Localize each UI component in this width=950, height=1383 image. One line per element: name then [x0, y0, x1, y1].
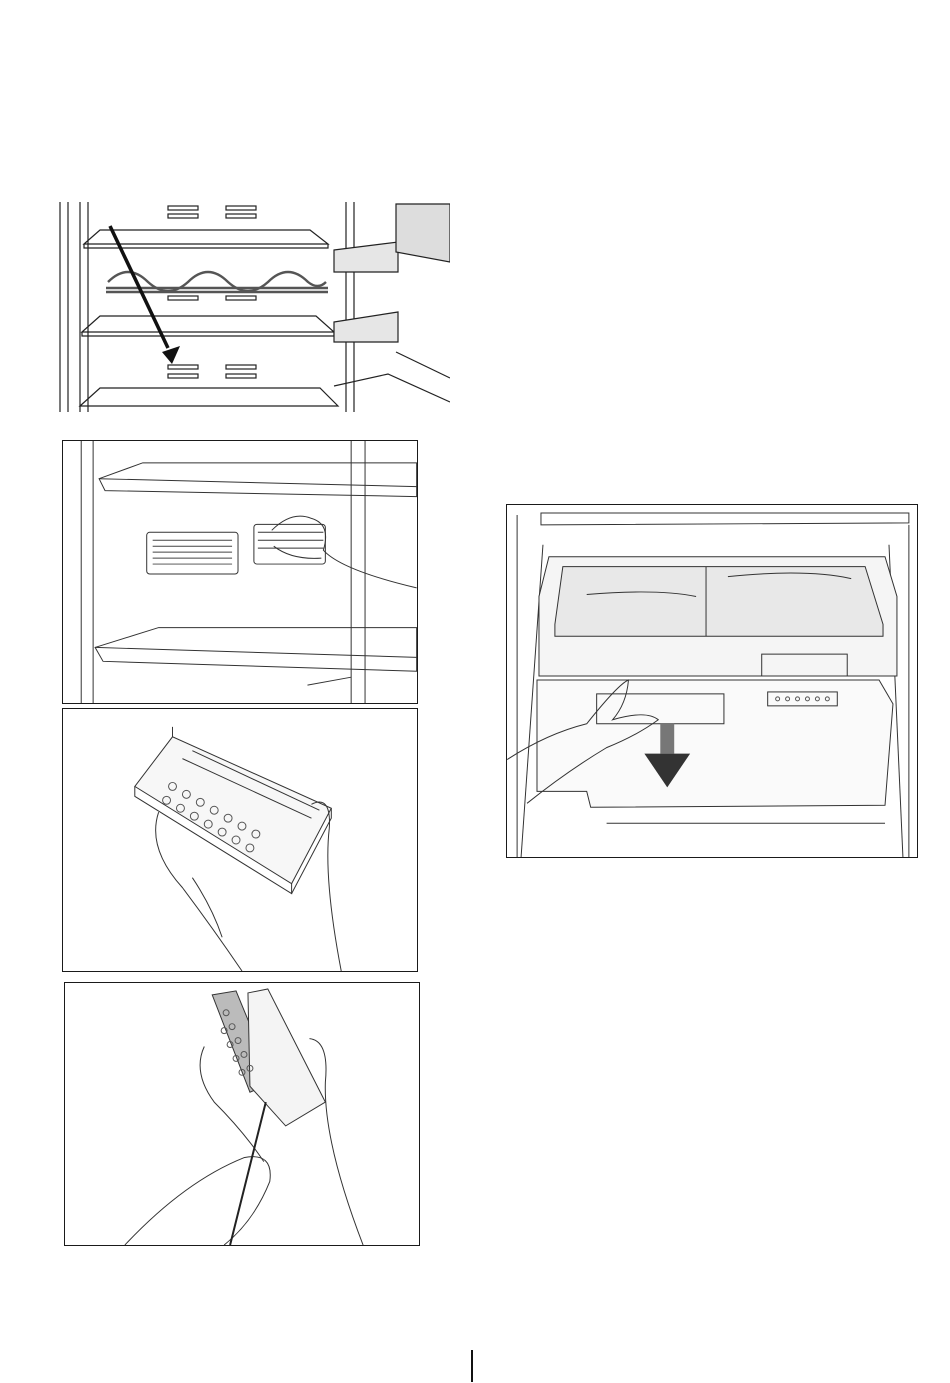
arrow-down-icon	[110, 226, 180, 364]
cartridge-illustration	[63, 709, 417, 971]
shelf-illustration	[58, 202, 450, 412]
drawer-illustration	[507, 505, 917, 857]
figure-shelf-wine-rack	[58, 202, 450, 412]
figure-fan-vent-removal	[62, 440, 418, 704]
vent-illustration	[63, 441, 417, 703]
figure-odour-filter-cartridge	[62, 708, 418, 972]
cleaning-illustration	[65, 983, 419, 1245]
figure-filter-cleaning	[64, 982, 420, 1246]
page-number-marker	[471, 1350, 473, 1382]
figure-crisper-drawer-removal	[506, 504, 918, 858]
